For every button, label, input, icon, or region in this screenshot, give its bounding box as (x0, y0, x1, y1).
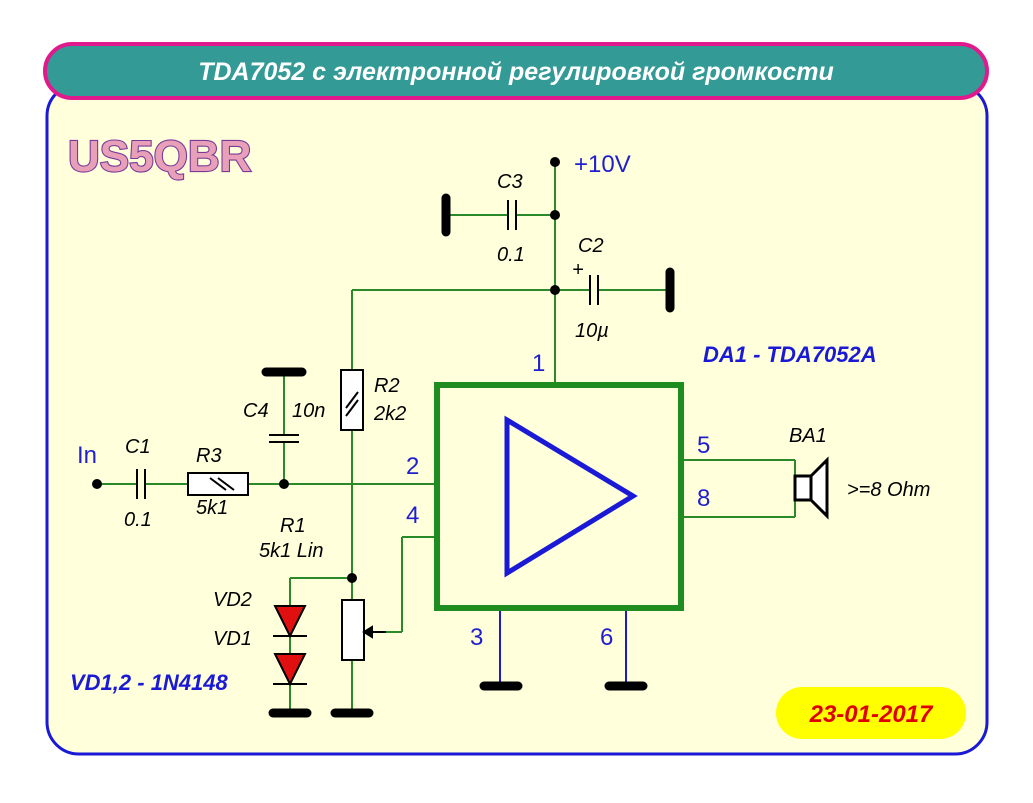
pin-6: 6 (600, 624, 613, 651)
pin-3: 3 (470, 624, 483, 651)
c1-ref: C1 (125, 436, 151, 458)
r2-ref: R2 (374, 375, 400, 397)
diode-note: VD1,2 - 1N4148 (70, 670, 229, 695)
capacitor-c2 (589, 275, 599, 305)
vd2-ref: VD2 (213, 589, 252, 611)
speaker-impedance: >=8 Ohm (847, 479, 930, 501)
r3-value: 5k1 (196, 497, 228, 519)
date-text: 23-01-2017 (809, 701, 934, 728)
input-label: In (77, 442, 97, 469)
speaker-ba1 (793, 456, 829, 520)
c3-value: 0.1 (497, 244, 525, 266)
pin-2: 2 (406, 453, 419, 480)
r2-value: 2k2 (373, 403, 406, 425)
r1-ref: R1 (280, 515, 306, 537)
speaker-ref: BA1 (789, 425, 827, 447)
amplifier-chip (434, 382, 684, 611)
pin-1: 1 (532, 350, 545, 377)
pin-8: 8 (697, 485, 710, 512)
ground-wires (499, 608, 627, 686)
c2-value: 10µ (575, 320, 609, 342)
diode-vd1 (273, 653, 307, 687)
chip-label: DA1 - TDA7052A (703, 342, 877, 367)
potentiometer-r1 (341, 599, 386, 661)
capacitor-c4 (269, 434, 299, 443)
pin-4: 4 (406, 502, 419, 529)
diode-vd2 (273, 605, 307, 639)
supply-label: +10V (574, 151, 631, 178)
c1-value: 0.1 (124, 509, 152, 531)
callsign-logo: US5QBR (68, 132, 251, 181)
capacitor-c3 (507, 200, 517, 230)
c2-polarity: + (572, 259, 584, 281)
pin-5: 5 (697, 432, 710, 459)
r3-ref: R3 (196, 445, 222, 467)
junction-dots (92, 157, 560, 583)
amplifier-triangle (504, 415, 638, 578)
c3-ref: C3 (497, 171, 523, 193)
page-title: TDA7052 с электронной регулировкой громк… (198, 58, 834, 86)
title-banner: TDA7052 с электронной регулировкой громк… (43, 42, 989, 100)
c4-ref: C4 (243, 400, 269, 422)
date-badge: 23-01-2017 (776, 687, 966, 739)
r1-value: 5k1 Lin (259, 540, 324, 562)
wires (97, 162, 796, 713)
ground-symbols (261, 193, 675, 718)
vd1-ref: VD1 (213, 628, 252, 650)
resistor-r3 (187, 472, 249, 496)
capacitor-c1 (136, 469, 146, 499)
c2-ref: C2 (578, 235, 604, 257)
resistor-r2 (340, 369, 364, 431)
c4-value: 10n (292, 400, 325, 422)
